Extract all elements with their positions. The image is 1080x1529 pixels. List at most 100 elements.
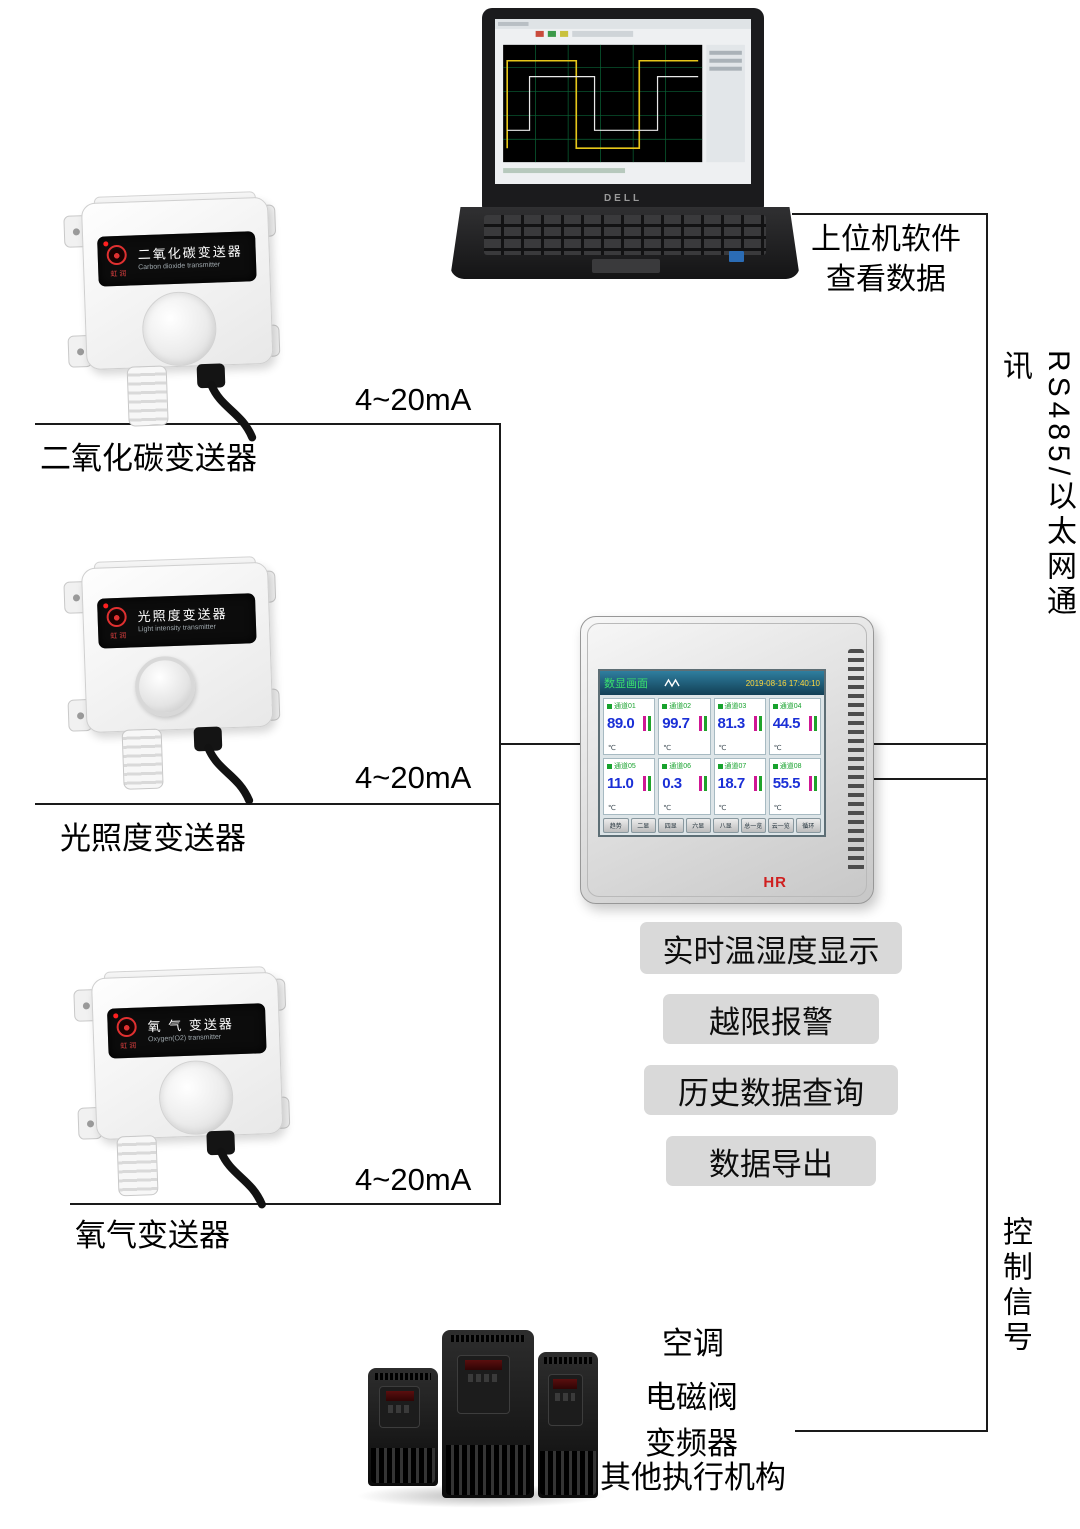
- channel-label: 通道05: [614, 763, 636, 770]
- actuator-label-inverter: 变频器: [645, 1426, 738, 1461]
- channel-value: 89.0: [607, 715, 635, 732]
- line-oxygen-to-bus: [70, 1203, 500, 1205]
- channel-bars: [753, 776, 762, 791]
- actuator-label-valve: 电磁阀: [645, 1380, 738, 1415]
- recorder-nav-button: 二显: [630, 818, 656, 833]
- sensor-nameplate: 虹润 光照度变送器 Light intensity transmitter: [96, 593, 257, 649]
- inverter-led-display: [385, 1390, 414, 1401]
- sensor-probe: [126, 365, 169, 427]
- laptop-screen-chart: [495, 19, 751, 184]
- channel-bars: [643, 716, 652, 731]
- channel-cell: 通道01 89.0 ℃: [603, 698, 656, 755]
- recorder-nav-bar: 趋势 二显 四显 六显 八显 总一览 云一览 循环: [603, 818, 821, 833]
- inverter-panel: [456, 1355, 511, 1415]
- signal-label-1: 4~20mA: [355, 382, 472, 417]
- channel-value: 0.3: [662, 775, 682, 792]
- channel-icon: [662, 763, 668, 769]
- mounting-hole: [72, 227, 80, 236]
- channel-label: 通道08: [779, 763, 802, 770]
- feature-history-query: 历史数据查询: [644, 1065, 898, 1115]
- inverter-small: [368, 1368, 438, 1486]
- sensor-name-cn: 光照度变送器: [137, 606, 228, 625]
- laptop-display: [495, 19, 751, 184]
- recorder-datetime: 2019-08-16 17:40:10: [745, 678, 820, 688]
- signal-label-3: 4~20mA: [355, 1162, 472, 1197]
- recorder-nav-button: 云一览: [768, 818, 794, 833]
- channel-icon: [772, 703, 778, 709]
- laptop-screen: DELL: [482, 8, 764, 208]
- actuator-label-other: 其他执行机构: [600, 1460, 786, 1495]
- channel-cell: 通道08 55.5 ℃: [768, 758, 821, 815]
- inverter-led-display: [553, 1378, 578, 1389]
- inverter-vent: [451, 1335, 525, 1342]
- line-trunk-to-recorder: [499, 743, 583, 745]
- inverter-vent: [375, 1373, 431, 1380]
- brand-name: 虹润: [110, 270, 129, 279]
- line-recorder-stub-bottom: [870, 778, 988, 780]
- channel-unit: ℃: [773, 745, 782, 752]
- co2-transmitter: 虹润 二氧化碳变送器 Carbon dioxide transmitter: [54, 188, 298, 451]
- laptop-touchpad: [592, 259, 660, 273]
- recorder-header-bar: 数显画面 2019-08-16 17:40:10: [600, 671, 824, 695]
- channel-value: 44.5: [772, 715, 801, 732]
- inverter-panel: [379, 1385, 421, 1428]
- channel-unit: ℃: [608, 745, 616, 752]
- signal-label-2: 4~20mA: [355, 760, 472, 795]
- feature-data-export: 数据导出: [666, 1136, 876, 1186]
- laptop-cpu-sticker: [729, 251, 744, 262]
- recorder-nav-button: 趋势: [603, 818, 629, 833]
- channel-unit: ℃: [718, 805, 727, 812]
- inverter-keypad: [468, 1374, 499, 1383]
- recorder-screen-title: 数显画面: [604, 678, 648, 690]
- channel-icon: [717, 763, 723, 769]
- laptop-caption-line1: 上位机软件: [811, 223, 961, 256]
- laptop-caption: 上位机软件 查看数据: [800, 220, 972, 300]
- sensor-cable: [207, 380, 257, 442]
- channel-bars: [809, 776, 817, 791]
- channel-unit: ℃: [718, 745, 727, 752]
- channel-unit: ℃: [773, 805, 782, 812]
- channel-bars: [643, 776, 652, 791]
- brand-logo-icon: [106, 244, 128, 266]
- recorder-nav-button: 六显: [685, 818, 711, 833]
- inverter-heatsink: [445, 1444, 531, 1495]
- channel-label: 通道01: [614, 703, 636, 710]
- status-led: [103, 603, 109, 609]
- channel-unit: ℃: [608, 805, 616, 812]
- channel-bars: [809, 716, 817, 731]
- channel-bars: [698, 716, 707, 731]
- sensor-nameplate: 虹润 氧 气 变送器 Oxygen(O2) transmitter: [106, 1003, 267, 1059]
- co2-transmitter-caption: 二氧化碳变送器: [40, 441, 257, 476]
- channel-value: 99.7: [662, 715, 690, 732]
- recorder-nav-button: 八显: [713, 818, 739, 833]
- channel-icon: [607, 703, 612, 709]
- feature-limit-alarm: 越限报警: [663, 994, 879, 1044]
- control-signal-label: 控制信号: [998, 1216, 1031, 1356]
- line-light-to-bus: [35, 803, 500, 805]
- recorder-logo-icon: [664, 678, 680, 688]
- sensor-probe: [121, 728, 164, 790]
- inverter-panel: [547, 1373, 584, 1426]
- channel-value: 81.3: [717, 715, 746, 732]
- line-left-trunk: [499, 423, 501, 1205]
- inverter-heatsink: [370, 1447, 436, 1483]
- mounting-hole: [86, 1119, 94, 1127]
- inverter-vent: [544, 1357, 592, 1364]
- channel-cell: 通道02 99.7 ℃: [658, 698, 711, 755]
- channel-bars: [698, 776, 707, 791]
- status-led: [113, 1013, 119, 1019]
- oxygen-transmitter: 虹润 氧 气 变送器 Oxygen(O2) transmitter: [64, 962, 308, 1225]
- channel-icon: [662, 703, 668, 709]
- line-co2-to-bus: [35, 423, 500, 425]
- data-recorder: 数显画面 2019-08-16 17:40:10 通道01 89.0 ℃ 通道0…: [580, 616, 874, 904]
- recorder-vent-grille: [848, 649, 864, 871]
- rs485-ethernet-label: RS485/以太网通讯: [998, 350, 1075, 621]
- feature-realtime-display: 实时温湿度显示: [640, 922, 902, 974]
- channel-unit: ℃: [663, 805, 672, 812]
- recorder-channel-grid: 通道01 89.0 ℃ 通道02 99.7 ℃ 通道03 81.3 ℃: [603, 698, 821, 815]
- channel-label: 通道03: [724, 703, 747, 710]
- inverter-led-display: [464, 1360, 503, 1371]
- sensor-name-cn: 氧 气 变送器: [147, 1016, 235, 1035]
- line-right-bus: [986, 213, 988, 1432]
